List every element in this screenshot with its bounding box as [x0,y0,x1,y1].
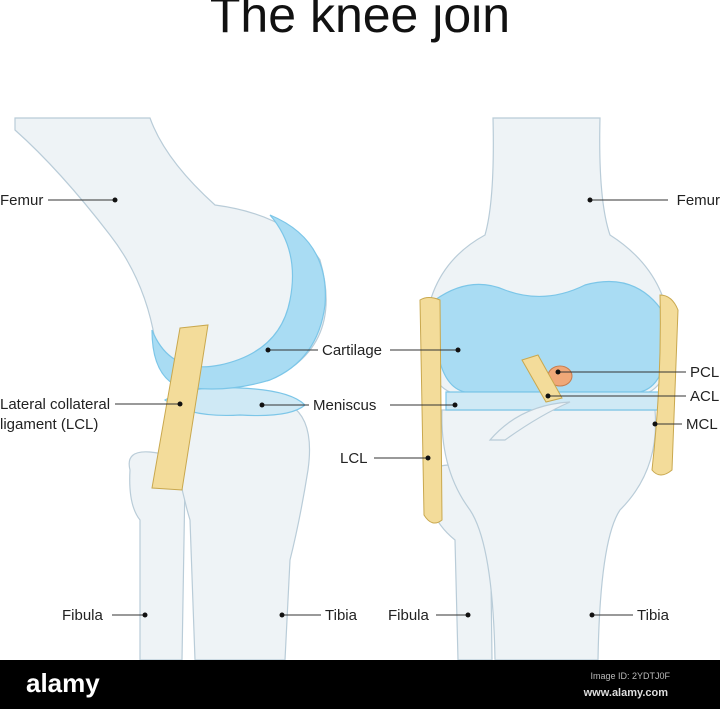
label-lcl-line2: ligament (LCL) [0,416,98,433]
label-femur-right: Femur [677,192,720,209]
diagram-title: The knee join [209,0,511,43]
label-cartilage: Cartilage [322,342,382,359]
label-tibia-right: Tibia [637,607,670,624]
left-tibia [172,404,311,660]
right-knee-front-view [419,117,679,660]
left-lcl-ligament [151,324,209,491]
right-tibia [441,409,657,660]
label-lcl-right: LCL [340,450,368,467]
right-labels: Femur PCL ACL MCL LCL Fibula Tibia [340,192,720,624]
label-pcl: PCL [690,364,719,381]
label-meniscus: Meniscus [313,397,376,414]
label-acl: ACL [690,388,719,405]
site-url: www.alamy.com [583,687,668,699]
label-tibia-left: Tibia [325,607,358,624]
image-id: Image ID: 2YDTJ0F [590,671,670,681]
label-femur-left: Femur [0,192,43,209]
mcl-ligament [651,294,679,476]
right-cartilage [434,281,669,393]
label-lcl-line1: Lateral collateral [0,396,110,413]
left-labels: Femur Cartilage Lateral collateral ligam… [0,192,461,624]
left-knee-side-view [14,117,327,660]
knee-illustration: Femur Cartilage Lateral collateral ligam… [0,117,720,660]
left-cartilage [151,214,326,390]
brand-logo: alamy [26,668,100,698]
right-lcl-ligament [419,297,443,524]
label-fibula-right: Fibula [388,607,430,624]
label-fibula-left: Fibula [62,607,104,624]
acl-ligament [521,354,563,403]
label-mcl: MCL [686,416,718,433]
right-tibia-spine [488,401,571,441]
watermark-footer: alamy Image ID: 2YDTJ0F www.alamy.com [0,660,720,709]
